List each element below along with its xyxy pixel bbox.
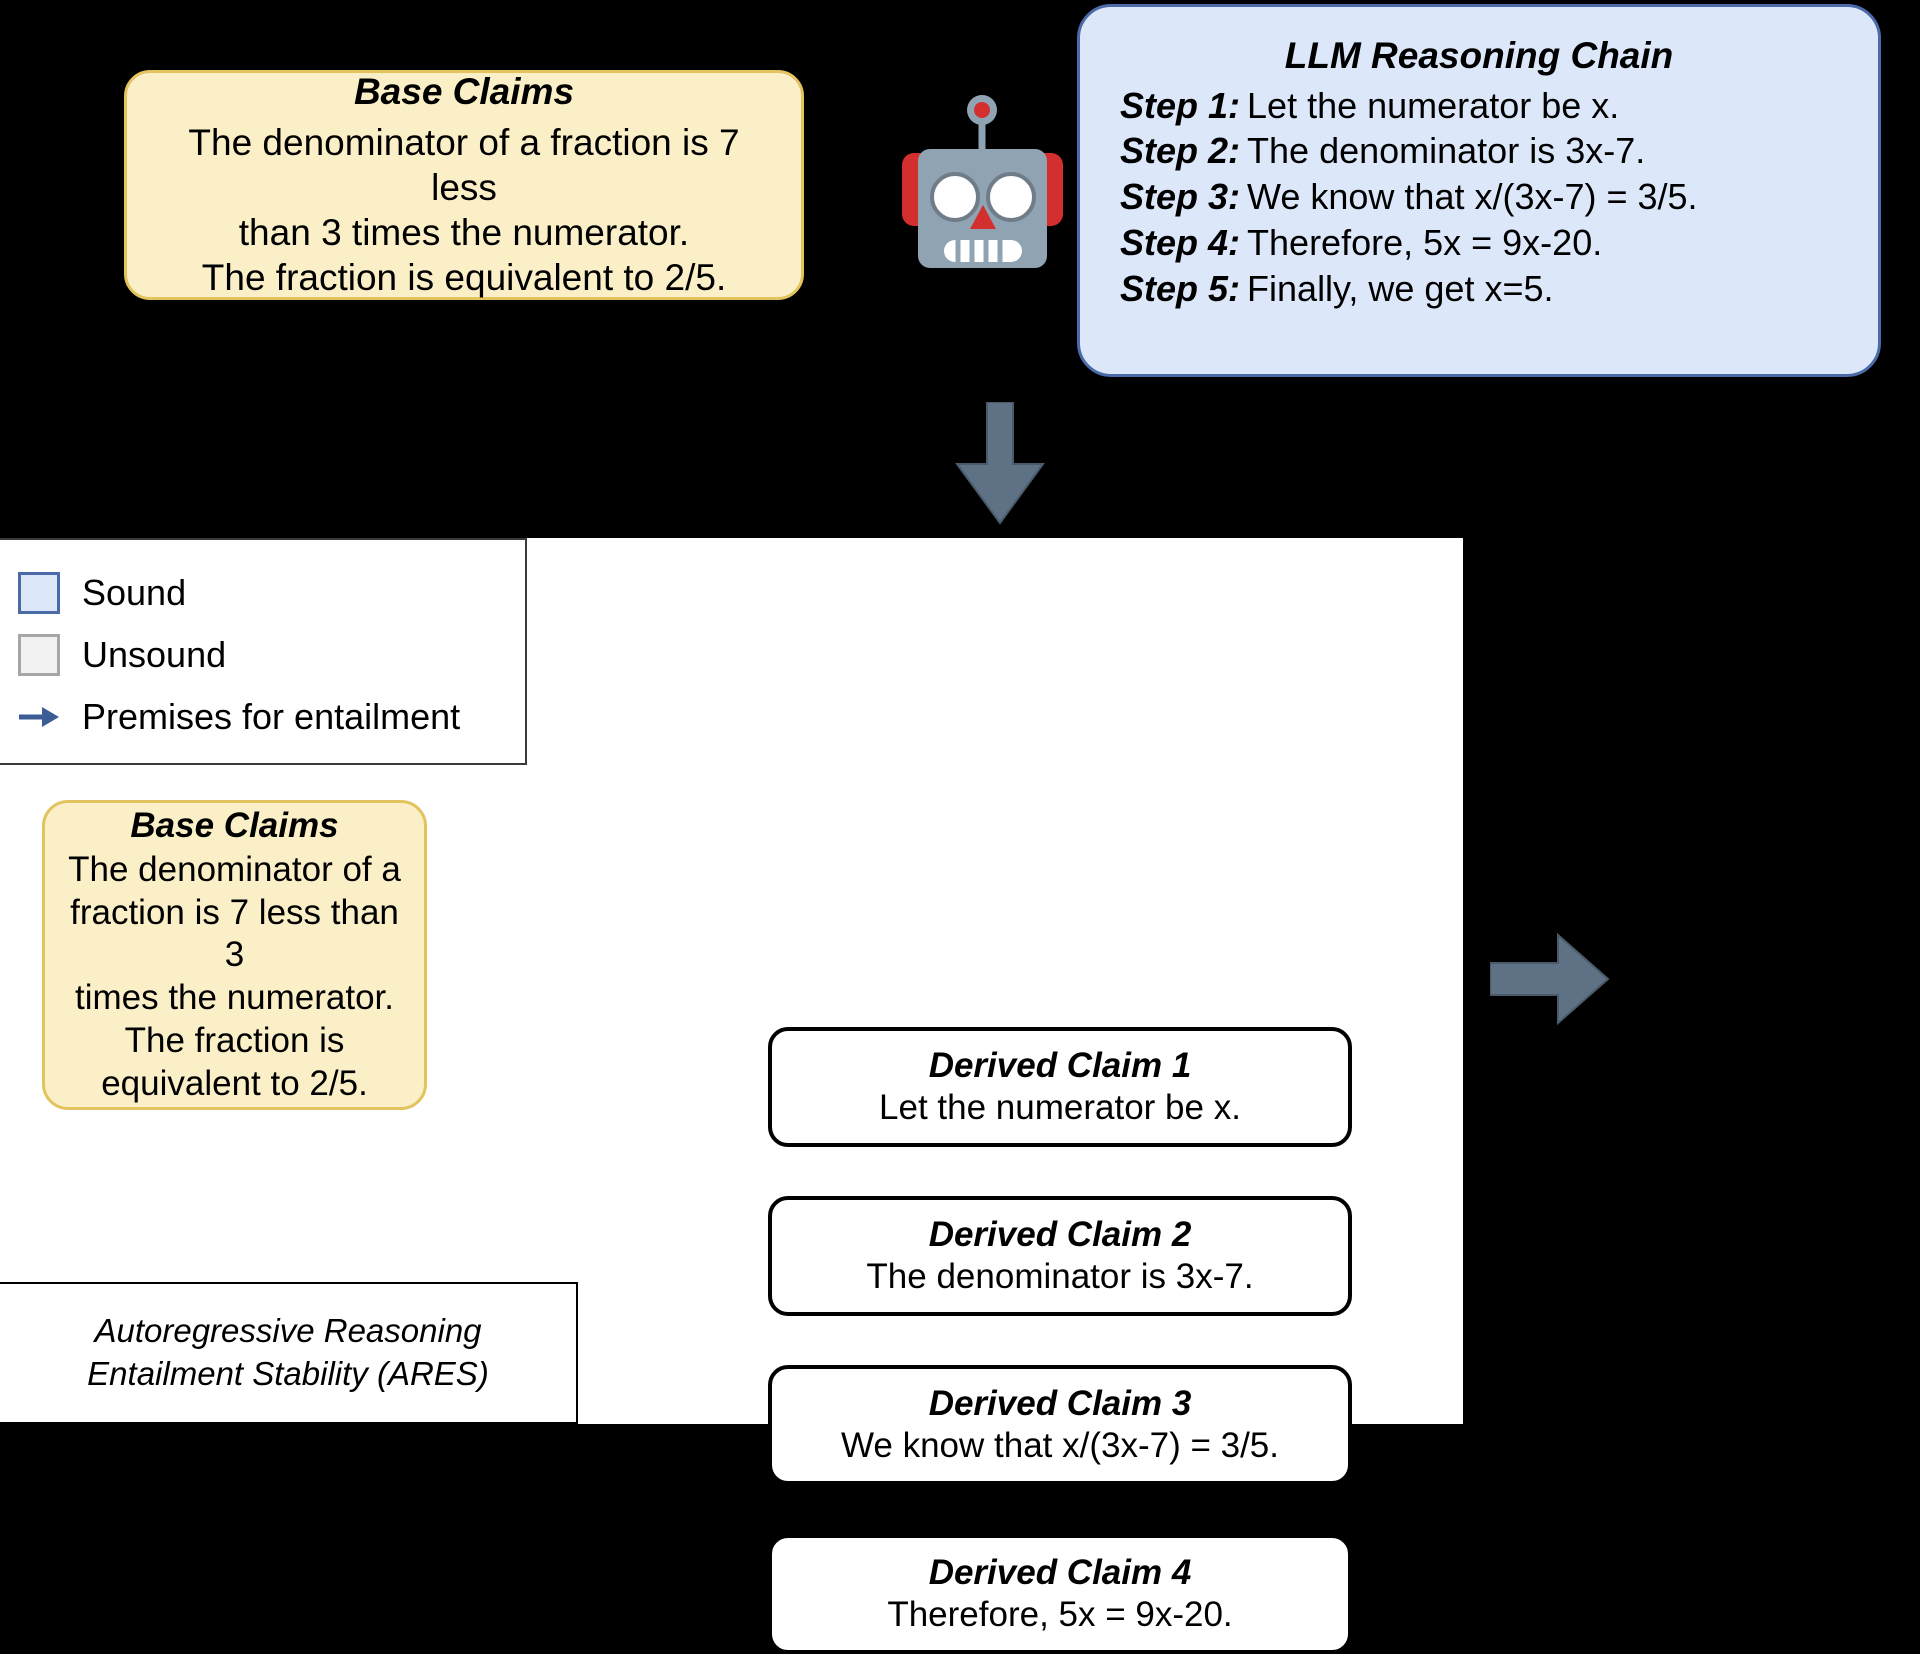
derived-claim-card-4: Derived Claim 4 Therefore, 5x = 9x-20. <box>768 1534 1352 1654</box>
reasoning-step-4-label: Step 4: <box>1120 221 1241 263</box>
ares-label-line-2: Entailment Stability (ARES) <box>87 1355 489 1392</box>
reasoning-step-4-text: Therefore, 5x = 9x-20. <box>1247 221 1603 263</box>
base-claims-top-line-1: The denominator of a fraction is 7 less <box>188 121 740 208</box>
derived-claim-2-text: The denominator is 3x-7. <box>866 1257 1254 1296</box>
base-claims-panel-line-2: fraction is 7 less than 3 <box>70 892 399 975</box>
reasoning-step-2: Step 2:The denominator is 3x-7. <box>1120 128 1856 174</box>
derived-claim-card-1: Derived Claim 1 Let the numerator be x. <box>768 1027 1352 1147</box>
llm-reasoning-chain-card: LLM Reasoning Chain Step 1:Let the numer… <box>1077 4 1881 377</box>
base-claims-card-top: Base Claims The denominator of a fractio… <box>124 70 804 300</box>
reasoning-step-2-label: Step 2: <box>1120 130 1241 172</box>
sound-swatch <box>18 572 60 614</box>
reasoning-step-5-text: Finally, we get x=5. <box>1247 267 1554 309</box>
base-claims-top-line-3: The fraction is equivalent to 2/5. <box>201 256 727 298</box>
reasoning-step-3: Step 3:We know that x/(3x-7) = 3/5. <box>1120 174 1856 220</box>
derived-claim-3-title: Derived Claim 3 <box>928 1383 1192 1423</box>
derived-claim-1-text: Let the numerator be x. <box>879 1088 1241 1127</box>
derived-claim-3-text: We know that x/(3x-7) = 3/5. <box>840 1426 1279 1465</box>
base-claims-card-panel: Base Claims The denominator of a fractio… <box>42 800 427 1110</box>
right-arrow-icon <box>1489 932 1610 1026</box>
base-claims-panel-title: Base Claims <box>130 805 339 845</box>
base-claims-panel-line-3: times the numerator. <box>74 978 395 1018</box>
base-claims-top-title: Base Claims <box>353 70 575 112</box>
reasoning-step-3-label: Step 3: <box>1120 176 1241 218</box>
base-claims-panel-line-4: The fraction is <box>124 1020 345 1060</box>
legend-item-premises-label: Premises for entailment <box>82 696 461 737</box>
base-claims-top-line-2: than 3 times the numerator. <box>238 211 690 253</box>
down-arrow-icon <box>955 401 1045 525</box>
base-claims-panel-line-1: The denominator of a <box>68 850 401 890</box>
llm-reasoning-chain-title: LLM Reasoning Chain <box>1284 35 1674 76</box>
derived-claim-4-title: Derived Claim 4 <box>928 1552 1192 1592</box>
legend-item-premises: Premises for entailment <box>18 686 525 748</box>
reasoning-step-1: Step 1:Let the numerator be x. <box>1120 83 1856 129</box>
base-claims-panel-line-5: equivalent to 2/5. <box>101 1063 368 1103</box>
derived-claim-1-title: Derived Claim 1 <box>928 1045 1192 1085</box>
unsound-swatch <box>18 634 60 676</box>
legend-item-unsound-label: Unsound <box>82 634 227 675</box>
ares-label-box: Autoregressive Reasoning Entailment Stab… <box>0 1282 578 1424</box>
legend-item-sound-label: Sound <box>82 572 187 613</box>
reasoning-step-2-text: The denominator is 3x-7. <box>1247 130 1646 172</box>
derived-claim-card-3: Derived Claim 3 We know that x/(3x-7) = … <box>768 1365 1352 1485</box>
reasoning-step-1-text: Let the numerator be x. <box>1247 84 1620 126</box>
ares-main-panel: Sound Unsound Premises for entailment Ba… <box>0 538 1463 1654</box>
reasoning-step-3-text: We know that x/(3x-7) = 3/5. <box>1247 176 1698 218</box>
derived-claim-2-title: Derived Claim 2 <box>928 1214 1192 1254</box>
reasoning-step-1-label: Step 1: <box>1120 84 1241 126</box>
derived-claim-card-2: Derived Claim 2 The denominator is 3x-7. <box>768 1196 1352 1316</box>
derived-claim-4-text: Therefore, 5x = 9x-20. <box>887 1595 1233 1634</box>
robot-icon <box>900 93 1065 268</box>
ares-label-line-1: Autoregressive Reasoning <box>94 1312 482 1350</box>
reasoning-step-4: Step 4:Therefore, 5x = 9x-20. <box>1120 220 1856 266</box>
premise-arrow-icon <box>18 696 60 738</box>
reasoning-step-5: Step 5:Finally, we get x=5. <box>1120 266 1856 312</box>
reasoning-step-5-label: Step 5: <box>1120 267 1241 309</box>
legend-box: Sound Unsound Premises for entailment <box>0 538 527 765</box>
legend-item-sound: Sound <box>18 562 525 624</box>
legend-item-unsound: Unsound <box>18 624 525 686</box>
